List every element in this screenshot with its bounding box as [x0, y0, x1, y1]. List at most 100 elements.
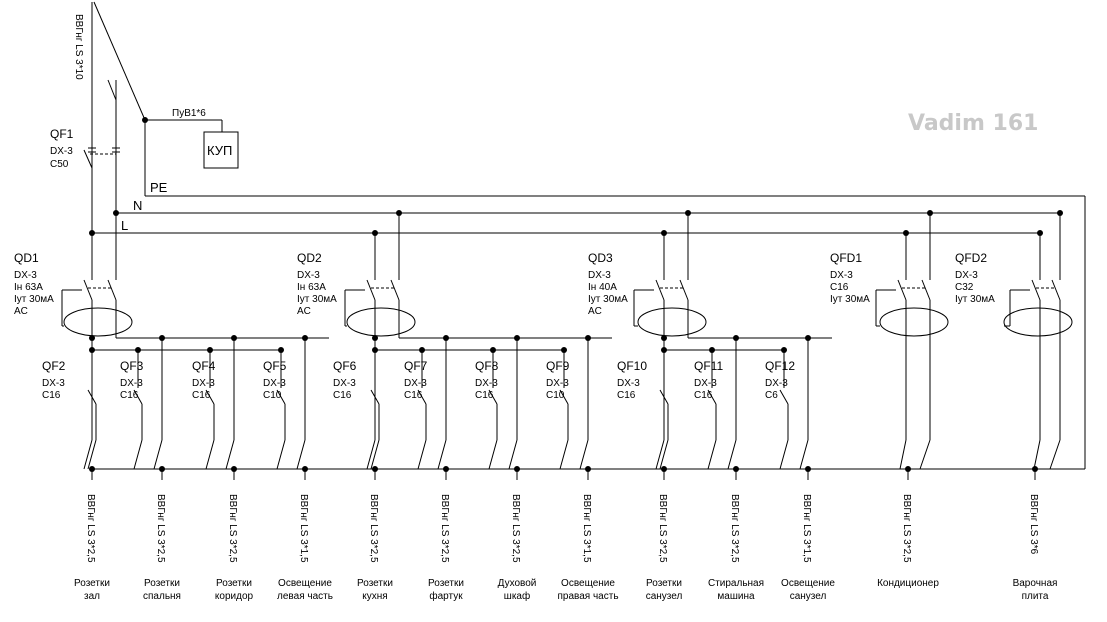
circuit-neutral-slant — [225, 439, 235, 470]
circuit-cable-label: ВВГнг LS 3*2,5 — [510, 494, 521, 563]
rcd-contact-l — [897, 279, 907, 301]
circuit-name-line1: Розетки — [357, 578, 393, 589]
breaker-name: QF2 — [42, 359, 66, 373]
breaker-contact — [417, 389, 427, 405]
rcd-rated-current: C16 — [830, 282, 849, 293]
rcd-contact-l — [655, 279, 665, 301]
breaker-out-slant — [133, 439, 143, 470]
breaker-type: DX-3 — [42, 378, 65, 389]
breaker-type: DX-3 — [475, 378, 498, 389]
breaker-contact — [488, 389, 498, 405]
rcd-type: DX-3 — [297, 270, 320, 281]
breaker-name: QF5 — [263, 359, 287, 373]
circuit-neutral-slant — [153, 439, 163, 470]
breaker-rating: C16 — [192, 390, 211, 401]
rcd-contact-l — [1031, 279, 1041, 301]
breaker-out-slant — [488, 439, 498, 470]
rcd-contact-l — [366, 279, 376, 301]
breaker-contact — [559, 389, 569, 405]
breaker-out-slant — [87, 439, 97, 470]
n-bus-label: N — [133, 198, 142, 213]
circuit-name-line1: Освещение — [278, 578, 332, 589]
circuit-neutral-slant — [437, 439, 447, 470]
rcd-contact-l — [83, 279, 93, 301]
breaker-type: DX-3 — [404, 378, 427, 389]
circuit-name-line1: Розетки — [74, 578, 110, 589]
breaker-type: DX-3 — [192, 378, 215, 389]
rcd-contact-n — [390, 279, 400, 301]
circuit-neutral-slant — [366, 439, 376, 470]
l-bus-junction — [89, 230, 95, 236]
qfd-out-n-slant — [1049, 439, 1061, 470]
breaker-name: QF11 — [694, 359, 723, 373]
circuit-name-line2: фартук — [429, 590, 463, 602]
breaker-name: QF9 — [546, 359, 570, 373]
breaker-contact — [707, 389, 717, 405]
breaker-out-slant — [417, 439, 427, 470]
rcd-name: QFD1 — [830, 251, 862, 265]
circuit-name-line2: плита — [1022, 591, 1049, 602]
circuit-name-line2: санузел — [790, 591, 827, 602]
breaker-type: DX-3 — [694, 378, 717, 389]
rcd-name: QD2 — [297, 251, 322, 265]
kup-box — [203, 131, 239, 169]
l-bus-junction — [372, 230, 378, 236]
circuit-cable-label: ВВГнг LS 3*1,5 — [581, 494, 592, 563]
breaker-name: QF7 — [404, 359, 428, 373]
circuit-cable-label: ВВГнг LS 3*2,5 — [901, 494, 912, 563]
n-bus-junction — [1057, 210, 1063, 216]
circuit-neutral-slant — [296, 439, 306, 470]
rcd-class: AC — [588, 306, 602, 317]
circuit-cable-label: ВВГнг LS 3*6 — [1028, 494, 1039, 555]
rcd-leakage: Iут 30мА — [830, 294, 870, 305]
circuit-name-line1: Розетки — [144, 578, 180, 589]
n-bus-junction — [685, 210, 691, 216]
breaker-type: DX-3 — [263, 378, 286, 389]
kup-label: КУП — [207, 143, 232, 158]
rcd-class: AC — [297, 306, 311, 317]
breaker-name: QF8 — [475, 359, 499, 373]
rcd-name: QD3 — [588, 251, 613, 265]
rcd-name: QFD2 — [955, 251, 987, 265]
breaker-rating: C16 — [120, 390, 139, 401]
rcd-type: DX-3 — [955, 270, 978, 281]
rcd-toroid — [879, 307, 949, 337]
rcd-type: DX-3 — [830, 270, 853, 281]
circuit-name-line1: Освещение — [781, 578, 835, 589]
rcd-type: DX-3 — [588, 270, 611, 281]
circuit-name-line1: Розетки — [428, 578, 464, 589]
breaker-contact — [779, 389, 789, 405]
circuit-name-line2: правая часть — [557, 591, 618, 602]
circuit-name-line1: Розетки — [216, 578, 252, 589]
circuit-cable-label: ВВГнг LS 3*2,5 — [227, 494, 238, 563]
breaker-rating: C16 — [617, 390, 636, 401]
qfd-out-n-slant — [919, 439, 931, 470]
circuit-name-line2: шкаф — [504, 590, 530, 602]
breaker-rating: C16 — [42, 390, 61, 401]
circuit-name-line2: машина — [717, 591, 755, 602]
circuit-neutral-slant — [655, 439, 665, 470]
circuit-cable-label: ВВГнг LS 3*2,5 — [85, 494, 96, 563]
qf1-type: DX-3 — [50, 146, 73, 157]
rcd-contact-n — [921, 279, 931, 301]
breaker-rating: C10 — [546, 390, 565, 401]
breaker-rating: C10 — [263, 390, 282, 401]
n-bus-junction — [113, 210, 119, 216]
breaker-name: QF4 — [192, 359, 216, 373]
pe-bus-label: PE — [150, 180, 168, 195]
rcd-leakage: Iут 30мА — [297, 294, 337, 305]
n-bus-junction — [396, 210, 402, 216]
rcd-toroid — [637, 307, 707, 337]
rcd-toroid — [346, 307, 416, 337]
qfd-out-l-slant — [899, 439, 907, 470]
breaker-out-slant — [659, 439, 669, 470]
circuit-cable-label: ВВГнг LS 3*2,5 — [657, 494, 668, 563]
breaker-type: DX-3 — [333, 378, 356, 389]
rcd-contact-n — [679, 279, 689, 301]
circuit-name-line2: зал — [84, 591, 100, 602]
breaker-name: QF6 — [333, 359, 357, 373]
kup-cable-label: ПуВ1*6 — [172, 108, 206, 119]
rcd-contact-n — [1051, 279, 1061, 301]
breaker-name: QF10 — [617, 359, 647, 373]
